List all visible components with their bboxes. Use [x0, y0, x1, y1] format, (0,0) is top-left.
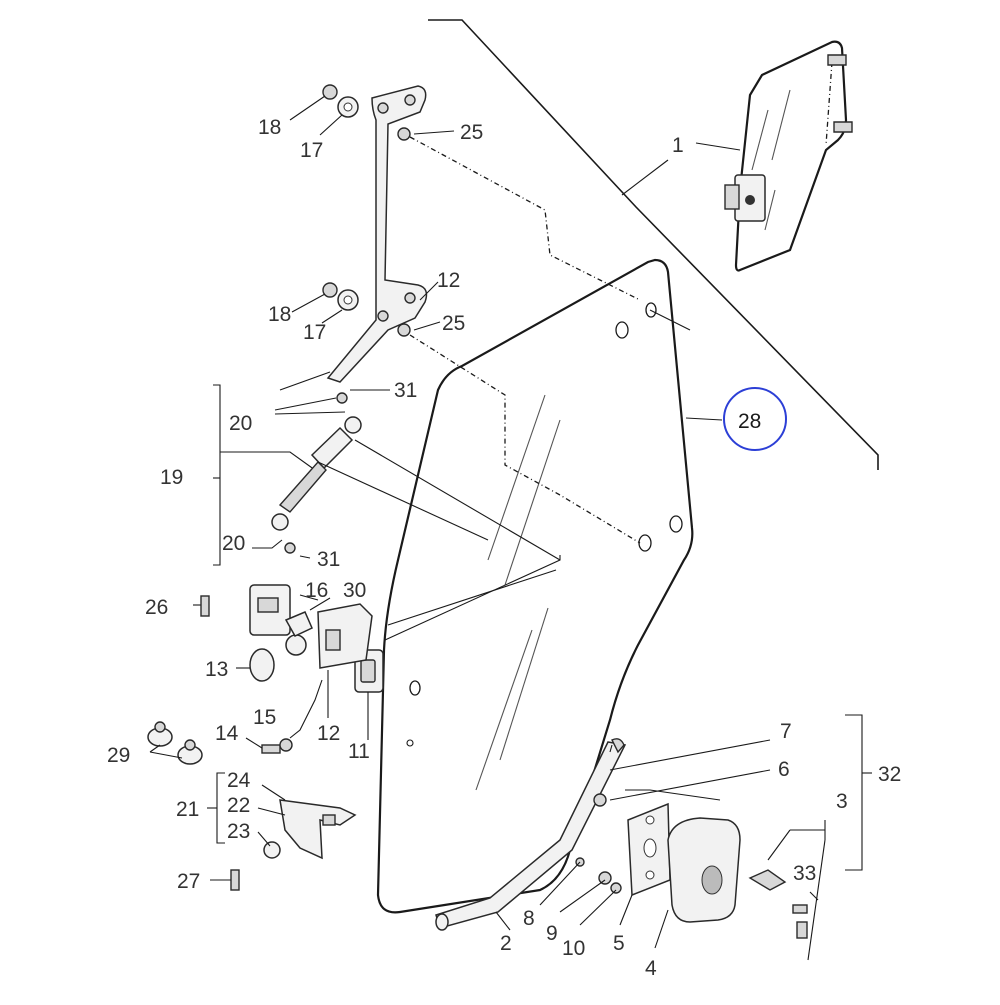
- callout-17-upper: 17: [300, 139, 323, 162]
- callout-18-upper: 18: [258, 116, 281, 139]
- callout-24: 24: [227, 769, 251, 792]
- hinge-assembly: [289, 84, 641, 544]
- callout-23: 23: [227, 820, 250, 843]
- door-latch-11: [354, 649, 384, 740]
- callout-12-lower: 12: [317, 722, 340, 745]
- callout-20-lower: 20: [222, 532, 245, 555]
- lower-lock-parts: [435, 714, 872, 961]
- callout-31-lower: 31: [317, 548, 340, 571]
- callout-25-lower: 25: [442, 312, 465, 335]
- callout-9: 9: [546, 922, 558, 945]
- callout-28: 28: [738, 410, 761, 433]
- callout-14: 14: [215, 722, 239, 745]
- callout-19: 19: [160, 466, 183, 489]
- callout-8: 8: [523, 907, 535, 930]
- callout-22: 22: [227, 794, 250, 817]
- callout-21: 21: [176, 798, 199, 821]
- bracket-assembly-21: [147, 721, 357, 891]
- main-door-glass: [376, 258, 723, 914]
- gas-strut-19: [213, 371, 561, 566]
- callout-3: 3: [836, 790, 848, 813]
- callout-17-lower: 17: [303, 321, 326, 344]
- callout-2: 2: [500, 932, 512, 955]
- callout-12-upper: 12: [437, 269, 460, 292]
- callout-15: 15: [253, 706, 276, 729]
- callout-5: 5: [613, 932, 625, 955]
- callout-6: 6: [778, 758, 790, 781]
- callout-26: 26: [145, 596, 168, 619]
- callout-20-upper: 20: [229, 412, 252, 435]
- callout-1: 1: [672, 134, 684, 157]
- callout-16: 16: [305, 579, 328, 602]
- leader-1-split: [621, 159, 669, 196]
- section-divider-line: [428, 19, 879, 470]
- callout-11: 11: [348, 740, 370, 763]
- callout-33: 33: [793, 862, 816, 885]
- callout-10: 10: [562, 937, 585, 960]
- highlight-circle-28: [723, 387, 787, 451]
- callout-18-lower: 18: [268, 303, 291, 326]
- callout-27: 27: [177, 870, 200, 893]
- callout-7: 7: [780, 720, 792, 743]
- lock-assembly: [193, 584, 373, 754]
- callout-30: 30: [343, 579, 366, 602]
- callout-31-upper: 31: [394, 379, 417, 402]
- callout-4: 4: [645, 957, 657, 980]
- callout-labels: 1 2 3 4 5 6 7 8 9 10 11 12 12 13 14 15 1…: [107, 116, 901, 980]
- callout-32: 32: [878, 763, 901, 786]
- callout-29: 29: [107, 744, 130, 767]
- callout-25-upper: 25: [460, 121, 483, 144]
- door-reference-thumbnail: [695, 40, 853, 272]
- callout-13: 13: [205, 658, 228, 681]
